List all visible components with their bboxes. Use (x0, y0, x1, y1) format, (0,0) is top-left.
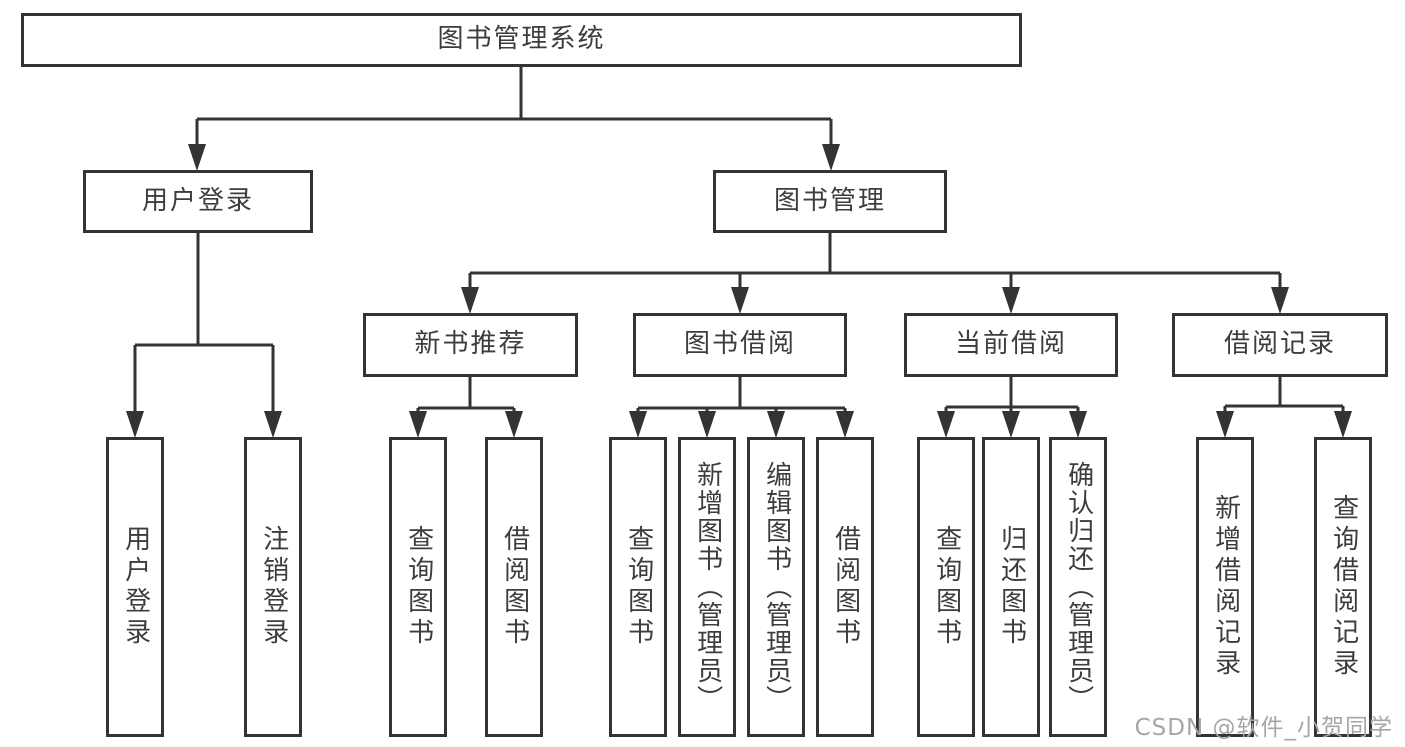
node-current-borrow: 当前借阅 (904, 313, 1118, 377)
arrowheads (126, 144, 1352, 438)
leaf-query-borrow-record: 查询借阅记录 (1314, 437, 1372, 737)
node-book-borrow: 图书借阅 (633, 313, 847, 377)
leaf-confirm-return-admin: 确认归还（管理员） (1049, 437, 1107, 737)
leaf-add-borrow-record: 新增借阅记录 (1196, 437, 1254, 737)
leaf-borrow-book-borrow: 借阅图书 (816, 437, 874, 737)
node-borrow-records: 借阅记录 (1172, 313, 1388, 377)
leaf-query-book-borrow: 查询图书 (609, 437, 667, 737)
leaf-edit-book-admin: 编辑图书（管理员） (747, 437, 805, 737)
leaf-logout: 注销登录 (244, 437, 302, 737)
leaf-add-book-admin: 新增图书（管理员） (678, 437, 736, 737)
leaf-query-book-recommend: 查询图书 (389, 437, 447, 737)
node-book-management: 图书管理 (713, 170, 947, 233)
leaf-query-book-current: 查询图书 (917, 437, 975, 737)
leaf-return-book: 归还图书 (982, 437, 1040, 737)
node-root: 图书管理系统 (21, 13, 1022, 67)
csdn-watermark: CSDN @软件_小贺同学 (1134, 715, 1393, 741)
node-new-book-recommend: 新书推荐 (363, 313, 578, 377)
leaf-user-login: 用户登录 (106, 437, 164, 737)
leaf-borrow-book-recommend: 借阅图书 (485, 437, 543, 737)
connector-paths (133, 67, 1345, 423)
node-user-login: 用户登录 (83, 170, 313, 233)
